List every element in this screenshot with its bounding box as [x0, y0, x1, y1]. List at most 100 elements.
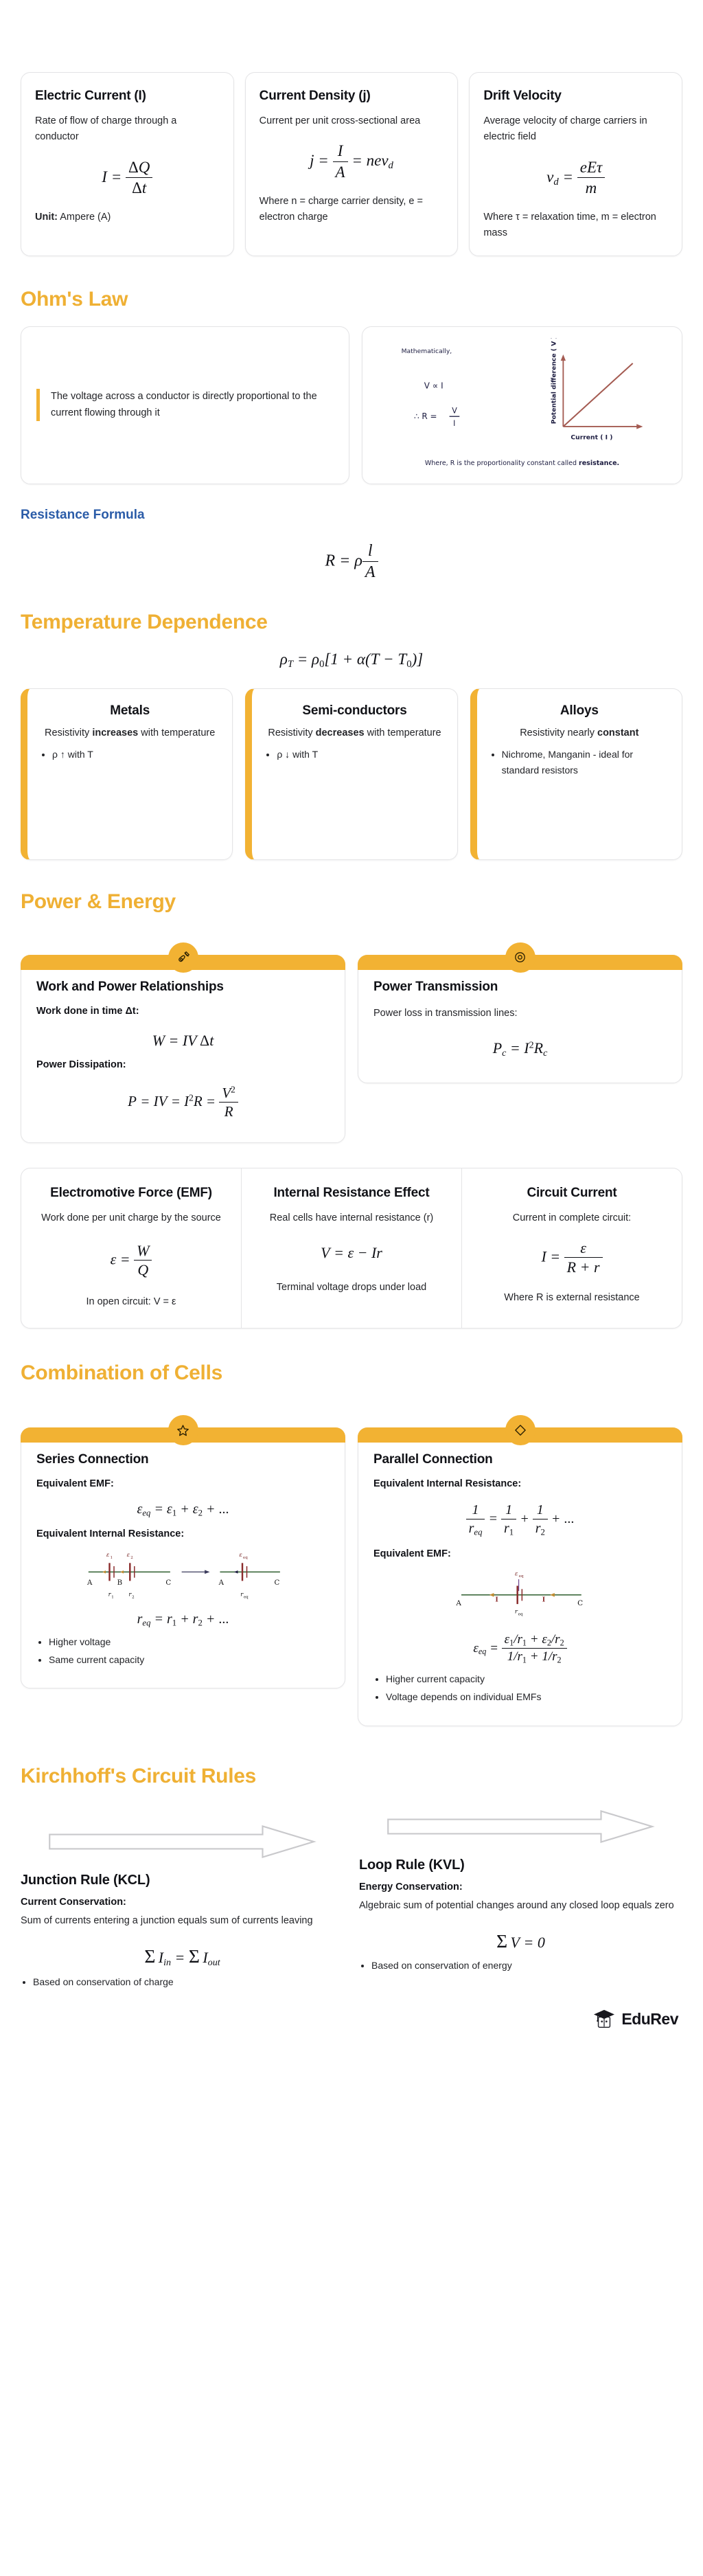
- kirchhoff-section: Kirchhoff's Circuit Rules: [0, 1765, 703, 1788]
- caption-bold: resistance.: [579, 459, 620, 467]
- card-title: Circuit Current: [527, 1185, 617, 1200]
- diamond-icon-glyph: [514, 1425, 526, 1436]
- list-item: ρ ↑ with T: [52, 747, 220, 762]
- card-note-label: Unit:: [35, 212, 58, 223]
- star-icon: [168, 1415, 198, 1446]
- svg-text:I: I: [453, 419, 455, 428]
- card-note: Unit: Ampere (A): [35, 210, 220, 225]
- card-label: Energy Conservation:: [359, 1881, 463, 1893]
- caption-plain: Where, R is the proportionality constant…: [424, 459, 579, 467]
- power-energy-cards-row: Work and Power Relationships Work done i…: [0, 941, 703, 1143]
- formula-series-resistance: req = r1 + r2 + ...: [137, 1611, 229, 1628]
- svg-text:r: r: [240, 1591, 244, 1598]
- card-description: Average velocity of charge carriers in e…: [483, 115, 647, 143]
- power-card-work-and-power: Work and Power Relationships Work done i…: [21, 942, 345, 1143]
- card-bullets: Higher current capacity Voltage depends …: [386, 1671, 667, 1705]
- desc-post: with temperature: [364, 727, 441, 739]
- svg-text:A: A: [87, 1579, 93, 1587]
- svg-text:A: A: [218, 1579, 224, 1587]
- combination-cards-row: Series Connection Equivalent EMF: εeq = …: [0, 1414, 703, 1726]
- guitar-icon: [168, 942, 198, 973]
- infographic-page: Electric Current (I) Rate of flow of cha…: [0, 72, 703, 2057]
- concept-card-electric-current: Electric Current (I) Rate of flow of cha…: [21, 72, 234, 256]
- card-title: Electric Current (I): [35, 89, 146, 103]
- desc-pre: Resistivity: [268, 727, 316, 739]
- combination-section: Combination of Cells: [0, 1362, 703, 1385]
- list-item: Nichrome, Manganin - ideal for standard …: [502, 747, 669, 778]
- svg-text:C: C: [275, 1579, 280, 1587]
- svg-text:V: V: [452, 406, 457, 415]
- svg-text:C: C: [165, 1579, 171, 1587]
- svg-text:ε: ε: [515, 1570, 518, 1577]
- arrow-shape-junction: [21, 1824, 344, 1872]
- ohms-law-statement-card: The voltage across a conductor is direct…: [21, 326, 349, 484]
- card-bullets: Based on conservation of charge: [33, 1974, 344, 1990]
- svg-text:I: I: [495, 1596, 498, 1603]
- svg-text:2: 2: [130, 1556, 133, 1560]
- card-description: Work done per unit charge by the source: [41, 1212, 221, 1223]
- card-description: Real cells have internal resistance (r): [269, 1212, 434, 1223]
- emf-column-circuit-current: Circuit Current Current in complete circ…: [461, 1168, 682, 1329]
- desc-bold: decreases: [315, 727, 365, 739]
- svg-text:r: r: [515, 1608, 518, 1615]
- card-title: Metals: [110, 703, 150, 718]
- card-label-1: Equivalent Internal Resistance:: [373, 1478, 522, 1490]
- parallel-circuit-diagram: ε eq A C r eq I I: [455, 1570, 583, 1616]
- card-title: Power Transmission: [373, 979, 498, 994]
- ohms-law-graph: Mathematically, V ∝ I ∴ R = V I Potentia…: [402, 338, 643, 441]
- desc-pre: Resistivity nearly: [520, 727, 598, 739]
- section-heading-resistance-formula: Resistance Formula: [21, 507, 145, 522]
- card-label-2: Power Dissipation:: [36, 1059, 126, 1071]
- card-title: Series Connection: [36, 1452, 149, 1467]
- card-note-value: Ampere (A): [60, 212, 111, 223]
- card-note: Where τ = relaxation time, m = electron …: [483, 212, 656, 239]
- ohms-law-section: Ohm's Law The voltage across a conductor…: [0, 288, 703, 484]
- desc-bold: increases: [92, 727, 139, 739]
- formula-temperature-resistivity: ρT = ρ0[1 + α(T − T0)]: [279, 650, 424, 670]
- section-heading-combination: Combination of Cells: [21, 1362, 223, 1385]
- desc-post: with temperature: [138, 727, 216, 739]
- formula-work-done: W = IV Δt: [152, 1032, 214, 1050]
- card-description: Sum of currents entering a junction equa…: [21, 1914, 313, 1926]
- card-title: Alloys: [560, 703, 599, 718]
- formula-terminal-voltage: V = ε − Ir: [321, 1243, 382, 1261]
- temperature-card-semiconductors: Semi-conductors Resistivity decreases wi…: [245, 688, 458, 860]
- footer-brand: EduRev: [0, 1992, 703, 2029]
- list-item: ρ ↓ with T: [277, 747, 444, 762]
- emf-column-electromotive-force: Electromotive Force (EMF) Work done per …: [21, 1168, 241, 1329]
- card-bullets: ρ ↑ with T: [52, 747, 220, 762]
- svg-text:A: A: [455, 1599, 461, 1607]
- card-bullets: Nichrome, Manganin - ideal for standard …: [502, 747, 669, 778]
- card-title: Junction Rule (KCL): [21, 1872, 150, 1888]
- emf-column-internal-resistance: Internal Resistance Effect Real cells ha…: [241, 1168, 461, 1329]
- card-label: Current Conservation:: [21, 1896, 126, 1908]
- combination-card-parallel: Parallel Connection Equivalent Internal …: [358, 1415, 682, 1726]
- combination-card-series: Series Connection Equivalent EMF: εeq = …: [21, 1415, 345, 1688]
- card-note: Terminal voltage drops under load: [276, 1281, 427, 1293]
- card-description: Current in complete circuit:: [512, 1212, 632, 1223]
- card-description: Current per unit cross-sectional area: [259, 115, 421, 127]
- list-item: Based on conservation of charge: [33, 1974, 344, 1990]
- card-bullets: Based on conservation of energy: [371, 1958, 682, 1974]
- card-note: Where R is external resistance: [504, 1292, 640, 1304]
- svg-text:Mathematically,: Mathematically,: [402, 348, 452, 355]
- concept-card-current-density: Current Density (j) Current per unit cro…: [244, 72, 459, 256]
- series-circuit-diagram: ε 1 ε 2 A B C r 1 r 2: [87, 1551, 280, 1599]
- card-label-2: Equivalent EMF:: [373, 1548, 451, 1559]
- card-description: Resistivity increases with temperature: [40, 725, 220, 741]
- svg-text:Potential difference ( V ): Potential difference ( V ): [550, 338, 557, 424]
- list-item: Based on conservation of energy: [371, 1958, 682, 1974]
- svg-text:I: I: [542, 1596, 546, 1603]
- card-description: Resistivity decreases with temperature: [264, 725, 444, 741]
- temperature-section: Temperature Dependence ρT = ρ0[1 + α(T −…: [0, 611, 703, 670]
- desc-pre: Resistivity: [45, 727, 93, 739]
- card-description: Resistivity nearly constant: [489, 725, 669, 741]
